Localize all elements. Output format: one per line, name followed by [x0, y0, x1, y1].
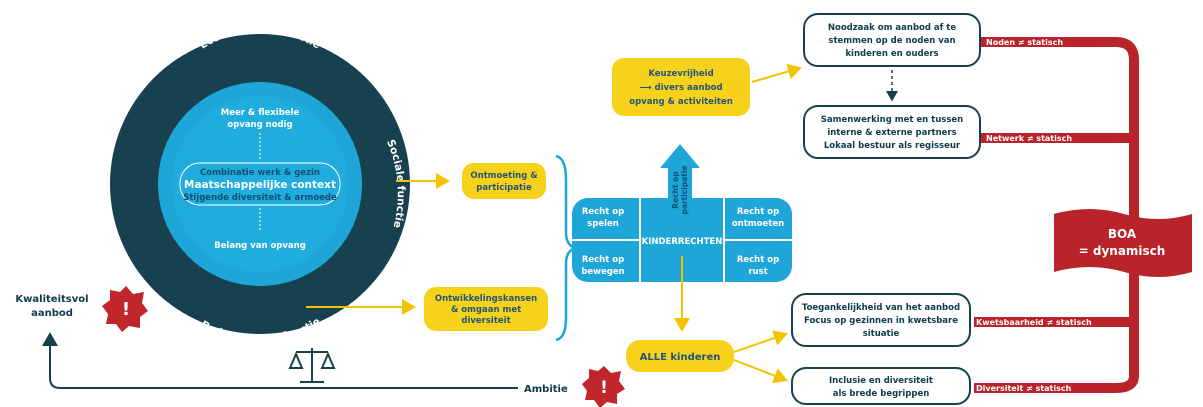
inner-top-line1: Meer & flexibele	[221, 108, 300, 118]
kwaliteitsvol-line2: aanbod	[31, 308, 73, 319]
warning-icon: !	[582, 366, 625, 407]
svg-text:kinderen en ouders: kinderen en ouders	[845, 49, 938, 59]
ambitie-label: Ambitie	[524, 384, 568, 395]
svg-text:interne & externe partners: interne & externe partners	[827, 128, 956, 138]
arrow-alle-to-toegankelijkheid	[733, 330, 788, 353]
svg-text:als brede begrippen: als brede begrippen	[833, 389, 930, 399]
svg-text:Focus op gezinnen in kwetsbare: Focus op gezinnen in kwetsbare	[804, 316, 958, 326]
svg-text:Samenwerking met en tussen: Samenwerking met en tussen	[821, 115, 963, 125]
svg-text:Recht op: Recht op	[582, 255, 624, 265]
svg-text:participatie: participatie	[476, 183, 532, 193]
svg-text:Recht op: Recht op	[737, 255, 779, 265]
svg-text:stemmen op de noden van: stemmen op de noden van	[828, 36, 955, 46]
svg-text:!: !	[600, 378, 608, 398]
svg-text:participatie: participatie	[680, 166, 689, 215]
svg-text:Recht op: Recht op	[671, 171, 680, 209]
inclusie-box: Inclusie en diversiteit als brede begrip…	[791, 367, 971, 405]
svg-text:opvang & activiteiten: opvang & activiteiten	[629, 97, 733, 107]
tag-kwetsbaarheid: Kwetsbaarheid ≠ statisch	[976, 318, 1092, 327]
functions-circle: Economische functie Sociale functie Peda…	[110, 23, 410, 346]
svg-text:Keuzevrijheid: Keuzevrijheid	[648, 69, 713, 79]
participatie-arrow	[660, 144, 700, 226]
balance-scale-icon	[288, 348, 336, 383]
ambitie-arrow	[42, 332, 518, 389]
svg-text:Lokaal bestuur als regisseur: Lokaal bestuur als regisseur	[824, 141, 961, 151]
inner-top-line2: opvang nodig	[227, 120, 292, 130]
svg-text:!: !	[122, 299, 130, 320]
svg-text:spelen: spelen	[587, 219, 619, 229]
ontmoeting-box: Ontmoeting & participatie	[462, 163, 546, 199]
svg-text:KINDERRECHTEN: KINDERRECHTEN	[642, 237, 723, 247]
noodzaak-box: Noodzaak om aanbod af te stemmen op de n…	[803, 13, 981, 67]
kinderrechten-shape: Recht op spelen Recht op ontmoeten Recht…	[572, 144, 792, 282]
arrow-keuze-to-noodzaak	[751, 63, 802, 83]
svg-text:Toegankelijkheid van het aanbo: Toegankelijkheid van het aanbod	[802, 303, 960, 313]
samenwerking-box: Samenwerking met en tussen interne & ext…	[803, 105, 981, 159]
svg-text:Noodzaak om aanbod af te: Noodzaak om aanbod af te	[828, 23, 957, 33]
alle-kinderen-box: ALLE kinderen	[626, 340, 734, 372]
svg-text:Recht op: Recht op	[737, 207, 779, 217]
ontwikkeling-box: Ontwikkelingskansen & omgaan met diversi…	[424, 287, 548, 331]
svg-text:ontmoeten: ontmoeten	[732, 219, 784, 229]
context-title: Maatschappelijke context	[184, 179, 336, 191]
boa-banner	[1054, 209, 1192, 277]
warning-icon: !	[102, 286, 148, 332]
context-line1: Combinatie werk & gezin	[200, 168, 320, 178]
svg-text:ALLE kinderen: ALLE kinderen	[640, 352, 721, 363]
toegankelijkheid-box: Toegankelijkheid van het aanbod Focus op…	[791, 293, 971, 347]
tag-noden: Noden ≠ statisch	[986, 38, 1063, 47]
svg-text:Recht op: Recht op	[582, 207, 624, 217]
svg-text:Ontmoeting &: Ontmoeting &	[470, 171, 538, 181]
kwaliteitsvol-line1: Kwaliteitsvol	[15, 294, 88, 305]
svg-text:Ontwikkelingskansen: Ontwikkelingskansen	[435, 294, 537, 304]
core-circle	[172, 96, 348, 272]
svg-text:& omgaan met: & omgaan met	[451, 305, 521, 315]
svg-text:situatie: situatie	[863, 329, 900, 339]
svg-text:Inclusie en diversiteit: Inclusie en diversiteit	[829, 376, 933, 386]
arrow-alle-to-inclusie	[733, 359, 788, 384]
boa-title: BOA	[1108, 227, 1137, 241]
context-line3: Stijgende diversiteit & armoede	[183, 193, 337, 203]
context-pill	[179, 162, 341, 206]
belang-van-opvang: Belang van opvang	[214, 241, 306, 251]
tag-diversiteit: Diversiteit ≠ statisch	[976, 384, 1072, 393]
keuzevrijheid-box: Keuzevrijheid ⟶ divers aanbod opvang & a…	[612, 58, 750, 116]
tag-netwerk: Netwerk ≠ statisch	[986, 134, 1072, 143]
svg-text:⟶ divers aanbod: ⟶ divers aanbod	[639, 83, 722, 93]
svg-text:rust: rust	[748, 267, 767, 277]
svg-text:diversiteit: diversiteit	[461, 316, 510, 326]
boa-subtitle: = dynamisch	[1079, 244, 1166, 258]
svg-text:bewegen: bewegen	[581, 267, 624, 277]
